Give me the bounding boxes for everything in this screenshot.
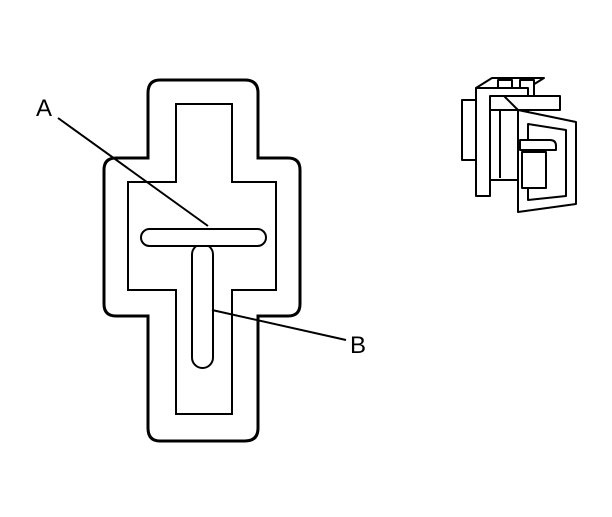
terminal-vertical-slot [191,243,214,369]
callout-a-leader [57,117,209,227]
callout-a-label: A [36,95,52,122]
callout-b-leader [211,309,347,341]
terminal-horizontal-slot [140,228,267,247]
connector-housing-icon [461,77,577,213]
callout-b-label: B [350,332,366,359]
terminal-inner-outline [127,103,277,415]
